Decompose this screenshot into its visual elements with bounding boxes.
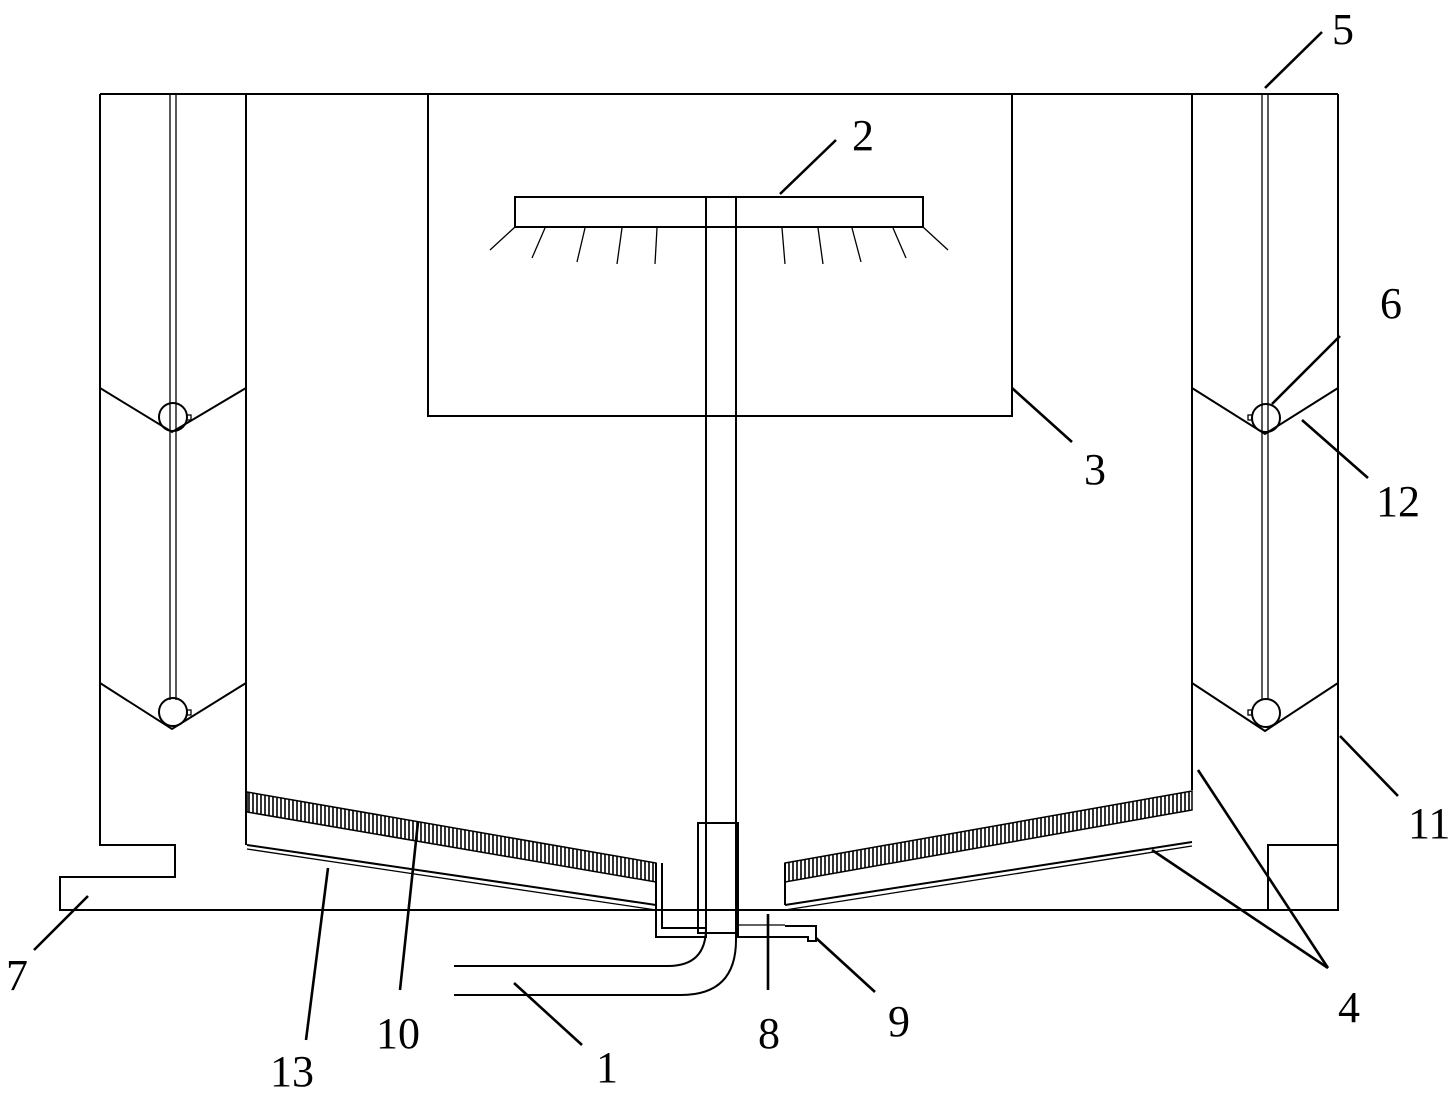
right-sloped-plate-top (784, 841, 1193, 906)
sprinkler-bar (514, 196, 924, 228)
left-upper-float-pin (186, 414, 192, 421)
upper-chamber (427, 93, 1013, 417)
label-4: 4 (1338, 983, 1360, 1032)
drain-outlet (737, 912, 817, 942)
label-11: 11 (1408, 799, 1450, 848)
outer-wall-right-notch (1267, 844, 1338, 910)
left-outlet-box (655, 863, 707, 938)
label-3: 3 (1084, 445, 1106, 494)
left-lower-float-pin (186, 709, 192, 716)
right-sloped-plate-bottom (784, 845, 1193, 911)
left-lower-float (158, 697, 188, 727)
right-upper-float-pin (1247, 414, 1253, 421)
label-13: 13 (270, 1047, 314, 1094)
left-sloped-plate-bottom (246, 848, 657, 911)
left-filter-layer (246, 791, 657, 883)
central-sleeve (697, 822, 739, 934)
right-lower-float (1251, 698, 1281, 728)
label-9: 9 (888, 997, 910, 1046)
label-12: 12 (1376, 477, 1420, 526)
left-lower-baffle (99, 682, 247, 731)
label-6: 6 (1380, 279, 1402, 328)
label-8: 8 (758, 1009, 780, 1058)
left-upper-baffle (99, 387, 247, 434)
right-lower-float-pin (1247, 709, 1253, 716)
leader-lines (33, 31, 1399, 1046)
left-upper-float (158, 402, 188, 432)
right-upper-float (1251, 403, 1281, 433)
outer-tank-wall (59, 93, 1339, 911)
label-2: 2 (852, 111, 874, 160)
right-filter-layer (784, 790, 1193, 883)
label-1: 1 (596, 1043, 618, 1092)
left-sloped-plate-top (246, 844, 657, 906)
feed-pipe-outer (454, 197, 737, 996)
label-10: 10 (376, 1009, 420, 1058)
spray-lines (489, 226, 949, 265)
right-lower-baffle (1191, 682, 1339, 733)
label-5: 5 (1332, 5, 1354, 54)
label-7: 7 (6, 951, 28, 1000)
right-upper-baffle (1191, 387, 1339, 436)
